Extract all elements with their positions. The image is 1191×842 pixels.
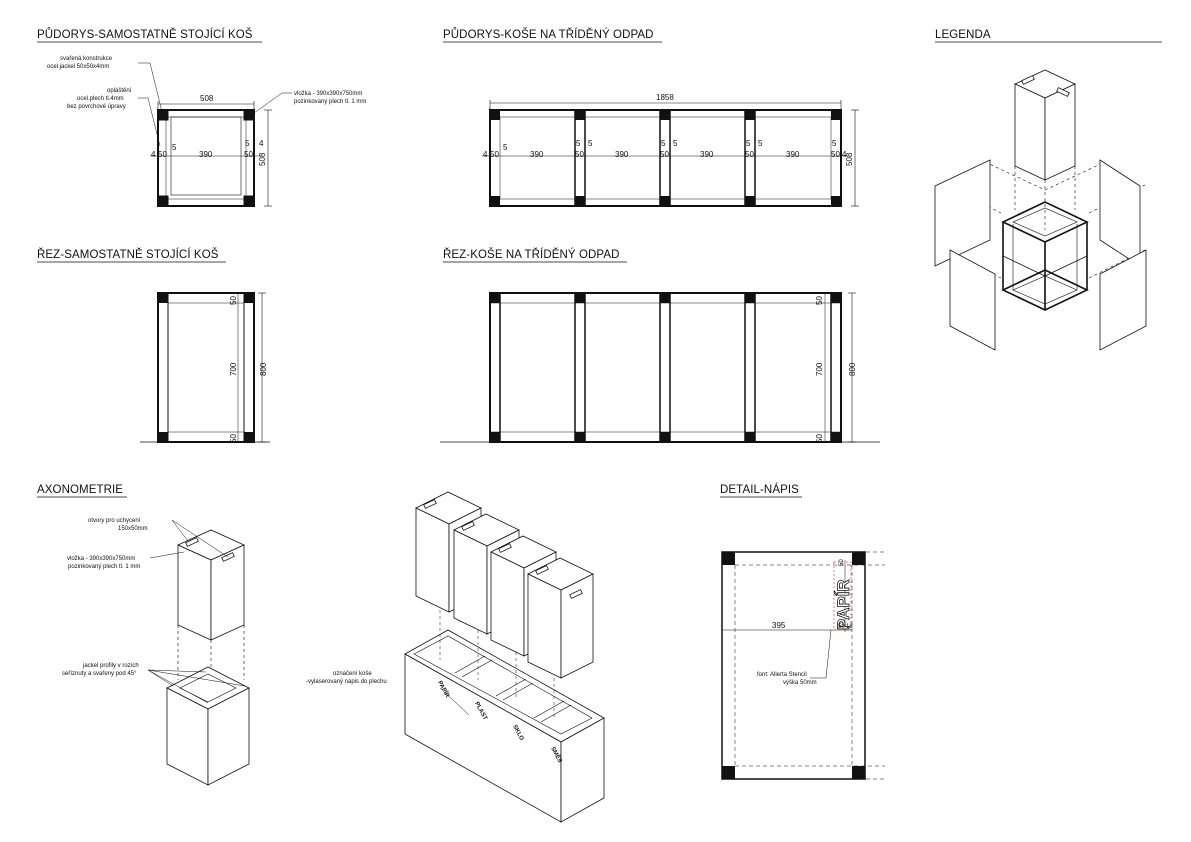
axonometry-single [147,519,250,786]
title-section-single: ŘEZ-SAMOSTATNĚ STOJÍCÍ KOŠ [37,248,219,261]
dim-detail-50: 50 [838,624,845,630]
dim-width: 508 [200,94,214,103]
dim-sorted-800: 800 [848,362,857,376]
plan-sorted [482,100,859,207]
section-sorted [440,292,880,443]
plan-sorted-labels: 1858 390 390 390 390 50 50 50 50 50 4 4 … [483,93,854,166]
dim-s5-a: 5 [503,143,508,152]
title-section-sorted: ŘEZ-KOŠE NA TŘÍDĚNÝ ODPAD [443,248,620,261]
dim-s5-h: 5 [832,139,837,148]
dim-bay-1: 390 [530,150,544,159]
note-font-2: výška 50mm [783,680,817,686]
dim-top-50: 50 [229,296,238,305]
dim-sorted-bottom-50: 50 [815,434,824,443]
dim-bottom-50: 50 [229,434,238,443]
title-detail: DETAIL-NÁPIS [720,483,799,496]
legend-exploded-view [934,69,1147,351]
note-welded-2: ocel.jackel 50x50x4mm [47,64,109,70]
detail-lettering-labels: PAPÍR 395 50 50 18 font: Allerta Stencil… [757,559,853,686]
dim-inner: 390 [199,150,213,159]
dim-s5-f: 5 [746,139,751,148]
title-plan-sorted: PŮDORYS-KOŠE NA TŘÍDĚNÝ ODPAD [443,28,654,41]
note-marking-1: označení koše [333,671,372,677]
section-single-labels: 700 800 50 50 [229,296,268,443]
dim-s4-left: 4 [483,150,488,159]
dim-bay-3: 390 [700,150,714,159]
section-single [140,292,270,443]
note-cladding-3: bez povrchové úpravy [67,104,126,110]
note-welded-1: svařená konstrukce [60,56,113,62]
plan-single [138,62,292,207]
dim-sorted-depth: 508 [845,152,854,166]
dim-s5-g: 5 [758,139,763,148]
detail-lettering [721,551,885,780]
note-cladding-2: ocel.plech tl.4mm [77,96,124,102]
note-marking-2: -vylaserovaný nápis do plechu [306,679,387,685]
dim-detail-50-top: 50 [839,559,845,566]
dim-bay-4: 390 [786,150,800,159]
dim-50-right: 50 [244,150,253,159]
dim-4-right: 4 [259,139,264,148]
dim-detail-18: 18 [846,624,853,630]
dim-total-width: 1858 [656,93,674,102]
dim-s50-c: 50 [660,150,669,159]
note-jackel-2: seříznuty a svařeny pod 45° [62,671,137,677]
dim-4-left: 4 [151,150,156,159]
dim-s50-a: 50 [490,150,499,159]
note-holes-2: 150x50mm [118,526,148,532]
dim-s50-d: 50 [745,150,754,159]
dim-s5-c: 5 [588,139,593,148]
note-font-1: font: Allerta Stencil [757,672,807,678]
note-cladding-1: opláštění [107,88,132,94]
dim-s50-e: 50 [831,150,840,159]
dim-5-left: 5 [172,143,177,152]
dim-sorted-top-50: 50 [815,296,824,305]
dim-depth: 508 [258,152,267,166]
note-ax-insert-2: pozinkovaný plech tl. 1 mm [68,564,140,570]
title-legend: LEGENDA [935,29,991,41]
title-axonometry: AXONOMETRIE [37,484,123,496]
dim-s50-b: 50 [575,150,584,159]
axonometry-sorted [404,491,605,823]
dim-700: 700 [229,362,238,376]
title-plan-single: PŮDORYS-SAMOSTATNĚ STOJÍCÍ KOŠ [37,28,253,41]
stencil-paper: PAPÍR [834,579,853,630]
dim-800: 800 [259,362,268,376]
note-holes-1: otvory pro uchycení [88,518,141,524]
dim-sorted-700: 700 [815,362,824,376]
dim-5-right: 5 [245,139,250,148]
plan-single-labels: 508 390 50 50 5 5 4 4 508 svařená konstr… [47,56,366,166]
dim-395: 395 [772,621,786,630]
section-sorted-labels: 700 800 50 50 [815,296,857,443]
note-insert-2: pozinkovaný plech tl. 1 mm [294,99,366,105]
dim-50-left: 50 [158,150,167,159]
note-ax-insert-1: vložka - 390x390x750mm [67,556,135,562]
axonometry-single-labels: otvory pro uchycení 150x50mm vložka - 39… [62,518,148,677]
note-insert-1: vložka - 390x390x750mm [294,91,362,97]
dim-bay-2: 390 [615,150,629,159]
dim-s5-d: 5 [661,139,666,148]
dim-s5-b: 5 [576,139,581,148]
section-titles: PŮDORYS-SAMOSTATNĚ STOJÍCÍ KOŠ PŮDORYS-K… [37,28,1162,498]
note-jackel-1: jackel profily v rozích [82,663,139,669]
dim-s4-right: 4 [842,150,847,159]
dim-s5-e: 5 [673,139,678,148]
